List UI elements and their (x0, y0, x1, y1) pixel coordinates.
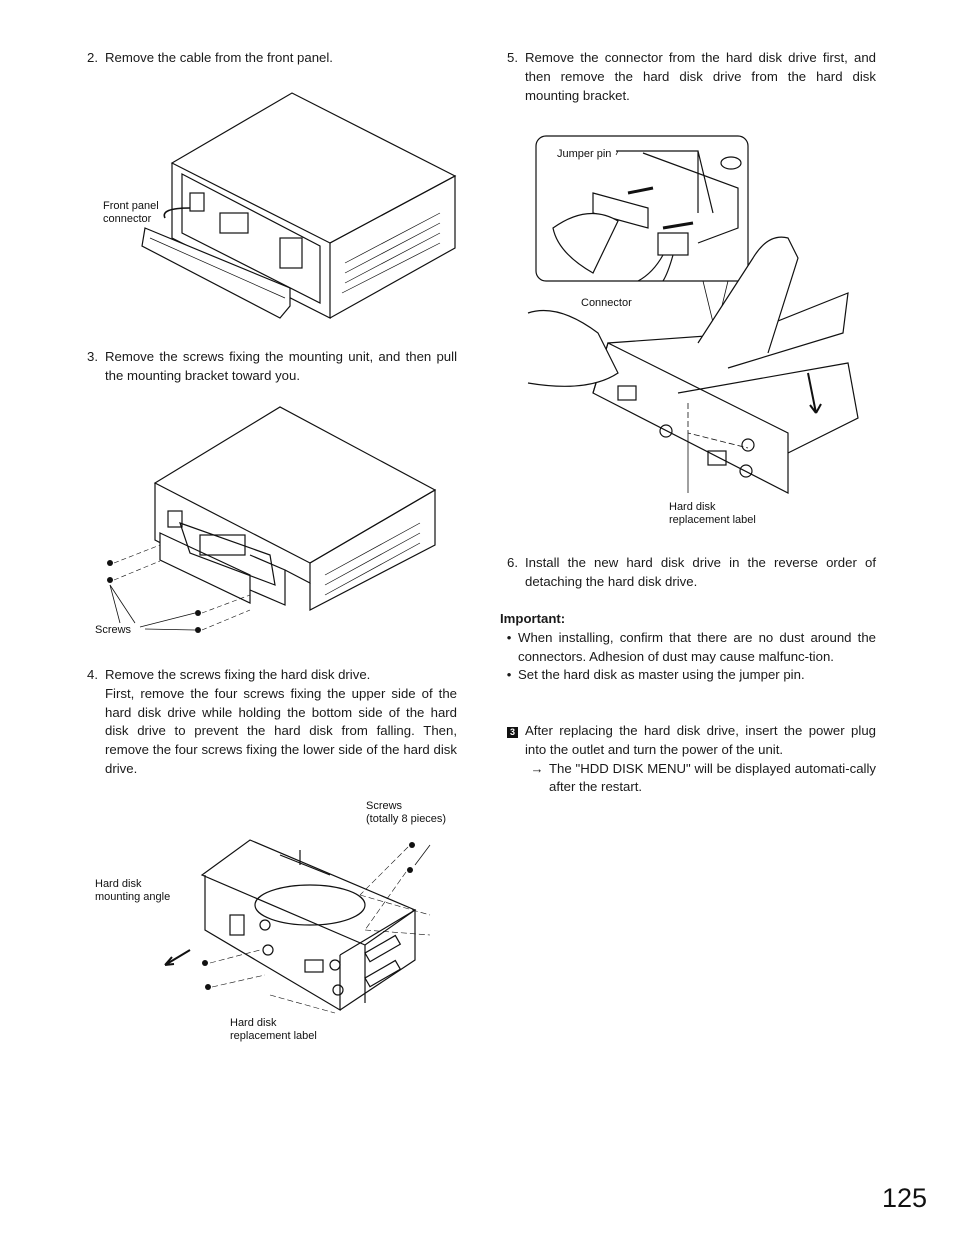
step-6: 6. Install the new hard disk drive in th… (507, 554, 876, 592)
step-number: 4. (87, 667, 98, 682)
label-hard-disk-mounting-angle: Hard disk mounting angle (95, 878, 171, 903)
label-hard-disk-replacement: Hard disk replacement label (230, 1017, 317, 1042)
figure-mounting-bracket (107, 406, 437, 633)
important-bullet: • When installing, confirm that there ar… (506, 629, 876, 664)
step-text: Install the new hard disk drive in the r… (525, 555, 876, 589)
step-text: Remove the connector from the hard disk … (525, 50, 876, 103)
step-number: 3. (87, 349, 98, 364)
step-box-text: After replacing the hard disk drive, ins… (525, 723, 876, 757)
step-number: 2. (87, 50, 98, 65)
step-text-detail: First, remove the four screws fixing the… (105, 685, 457, 776)
step-text: Remove the screws fixing the mounting un… (105, 349, 457, 383)
label-hard-disk-replacement-b: Hard disk replacement label (669, 501, 756, 526)
step-text: Remove the screws fixing the hard disk d… (105, 667, 371, 682)
step-number: 6. (507, 555, 518, 570)
step-2: 2. Remove the cable from the front panel… (87, 49, 457, 68)
label-screws-8-pieces: Screws (totally 8 pieces) (366, 800, 447, 825)
important-title: Important: (500, 611, 566, 626)
important-section: Important: • When installing, confirm th… (500, 610, 876, 685)
figure-front-panel-removal (141, 92, 457, 319)
label-screws: Screws (95, 624, 132, 636)
step-text: Remove the cable from the front panel. (105, 50, 333, 65)
step-5: 5. Remove the connector from the hard di… (507, 49, 876, 105)
step-box-number: 3 (507, 727, 518, 738)
important-bullet: • Set the hard disk as master using the … (506, 667, 805, 683)
label-jumper-pin: Jumper pin (557, 148, 612, 160)
page-number: 125 (881, 1183, 927, 1213)
step-4: 4. Remove the screws fixing the hard dis… (87, 666, 457, 779)
figure-hard-disk-screws (164, 839, 431, 1014)
label-connector: Connector (581, 297, 632, 309)
figure-connector-removal (527, 135, 859, 494)
label-front-panel-connector: Front panel connector (103, 200, 159, 225)
step-box-3: 3 After replacing the hard disk drive, i… (507, 722, 876, 797)
step-box-result: The "HDD DISK MENU" will be displayed au… (549, 760, 876, 795)
arrow-icon: → (530, 760, 544, 776)
step-number: 5. (507, 50, 518, 65)
step-3: 3. Remove the screws fixing the mounting… (87, 348, 457, 386)
